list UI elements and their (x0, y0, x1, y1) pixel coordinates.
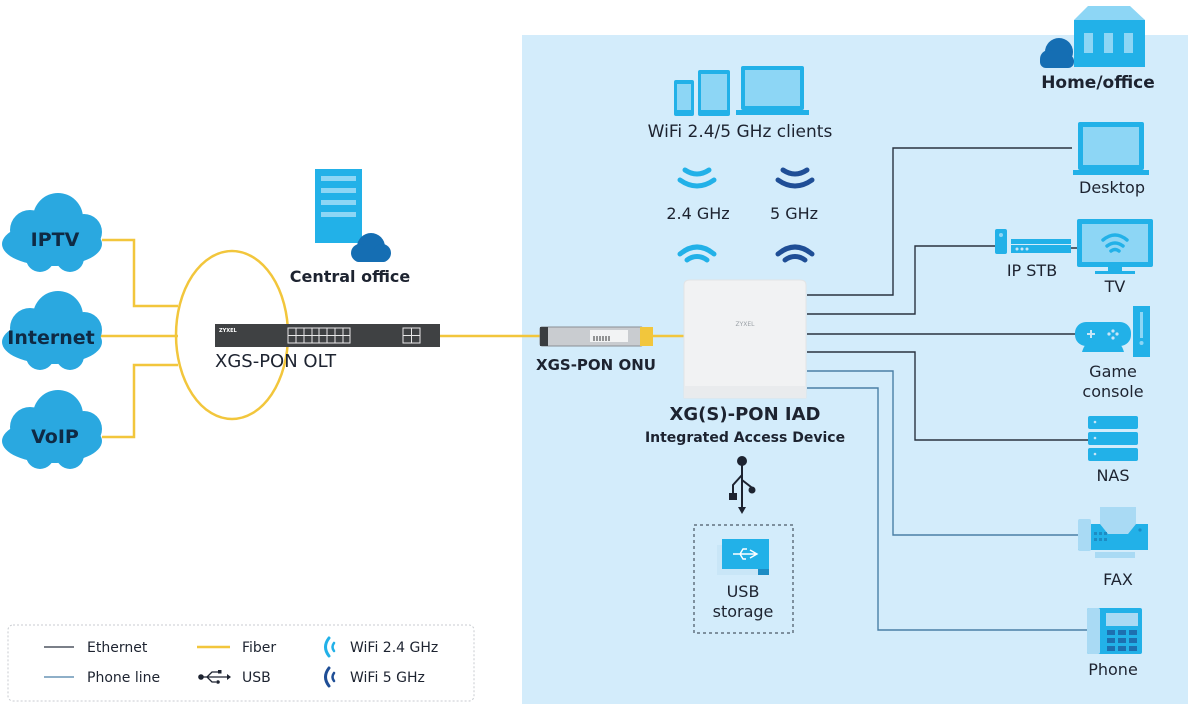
wifi-24-icon (324, 636, 336, 658)
legend-item-usb: USB (198, 670, 271, 686)
home-office-panel (522, 35, 1188, 704)
central-office-label: Central office (290, 267, 411, 286)
legend-label: Phone line (87, 670, 160, 686)
onu-device[interactable]: XGS-PON ONU (536, 326, 656, 374)
usb-storage[interactable]: USB storage (693, 524, 794, 634)
house-cloud-icon (1040, 6, 1145, 68)
device-label: NAS (1096, 466, 1129, 485)
service-label: Internet (7, 327, 94, 349)
set-top-box-icon (995, 229, 1071, 254)
home-office: Home/office (1040, 6, 1155, 93)
legend-label: Ethernet (87, 640, 148, 656)
iad-subtitle: Integrated Access Device (645, 430, 845, 446)
device-label: IP STB (1007, 261, 1057, 280)
legend-item-fiber: Fiber (197, 640, 276, 656)
legend-item-ethernet: Ethernet (44, 640, 148, 656)
legend-item-phone-line: Phone line (44, 670, 160, 686)
legend-label: WiFi 2.4 GHz (350, 640, 438, 656)
usb-icon (198, 670, 231, 684)
service-label: IPTV (31, 229, 80, 251)
fax-icon (1078, 507, 1148, 558)
usb-icon (729, 456, 756, 514)
phone-icon (1087, 608, 1142, 654)
device-label: TV (1104, 277, 1126, 296)
wifi-clients: WiFi 2.4/5 GHz clients (648, 66, 833, 142)
device-ip-stb[interactable]: IP STB (995, 229, 1071, 280)
usb-storage-frame (693, 524, 794, 634)
cloud-voip[interactable]: VoIP (2, 390, 102, 469)
device-tv[interactable]: TV (1077, 219, 1153, 296)
legend-label: USB (242, 670, 271, 686)
device-desktop[interactable]: Desktop (1073, 122, 1149, 197)
wifi-clients-label: WiFi 2.4/5 GHz clients (648, 122, 833, 142)
iad-brand: ZYXEL (735, 321, 755, 328)
iad-device[interactable]: ZYXEL XG(S)-PON IAD Integrated Access De… (645, 279, 845, 446)
cloud-icon (2, 193, 102, 272)
ethernet-line-desktop (807, 147, 1072, 296)
legend-item-wifi-5: WiFi 5 GHz (324, 666, 425, 688)
wifi-24-label: 2.4 GHz (666, 204, 729, 223)
legend-label: WiFi 5 GHz (350, 670, 425, 686)
iad-base (684, 386, 806, 398)
legend-item-wifi-24: WiFi 2.4 GHz (324, 636, 438, 658)
building-cloud-icon (315, 169, 391, 262)
device-label: Desktop (1079, 178, 1145, 197)
device-fax[interactable]: FAX (1078, 507, 1148, 589)
device-label: Game (1089, 362, 1137, 381)
cloud-icon (2, 291, 102, 370)
sfp-latch (540, 327, 548, 346)
usb-drive-icon (717, 539, 769, 575)
fiber-line-voip (102, 363, 178, 439)
phone-line-fax (807, 370, 1078, 536)
wifi-5-label: 5 GHz (770, 204, 818, 223)
device-label: FAX (1103, 570, 1133, 589)
ethernet-line-nas (807, 351, 1088, 441)
device-label: Phone (1088, 660, 1138, 679)
wifi-5-up-icon (775, 244, 815, 263)
legend-label: Fiber (242, 640, 276, 656)
central-office: Central office (290, 169, 411, 286)
phone-line-phone (807, 387, 1087, 631)
sfp-barcode (593, 336, 610, 341)
wifi-24-up-icon (677, 244, 717, 263)
device-nas[interactable]: NAS (1088, 416, 1138, 485)
lan-links (807, 147, 1088, 631)
cloud-icon (2, 390, 102, 469)
laptop-icon (736, 66, 809, 115)
onu-label: XGS-PON ONU (536, 356, 656, 374)
legend: Ethernet Phone line Fiber USB (7, 624, 475, 702)
device-label-line2: console (1082, 382, 1143, 401)
sfp-connector (640, 327, 653, 346)
usb-storage-line1: USB (727, 582, 760, 601)
olt-device[interactable]: ZYXEL XGS-PON OLT (215, 324, 440, 372)
cloud-internet[interactable]: Internet (2, 291, 102, 370)
olt-ports (287, 327, 421, 344)
usb-storage-line2: storage (713, 602, 774, 621)
olt-label: XGS-PON OLT (215, 351, 337, 372)
tablet-icon (698, 70, 730, 116)
iad-title: XG(S)-PON IAD (670, 404, 821, 425)
cloud-iptv[interactable]: IPTV (2, 193, 102, 272)
wifi-5-icon (324, 666, 336, 688)
ethernet-line-stb (807, 245, 995, 315)
iad-body (683, 279, 807, 399)
tv-icon (1077, 219, 1153, 274)
game-console-icon (1075, 306, 1150, 357)
device-phone[interactable]: Phone (1087, 608, 1142, 679)
wifi-5-down-icon (775, 167, 815, 189)
nas-icon (1088, 416, 1138, 461)
legend-frame (7, 624, 475, 702)
wifi-24-group: 2.4 GHz (666, 167, 730, 263)
wifi-24-down-icon (677, 167, 717, 189)
olt-brand: ZYXEL (219, 328, 238, 334)
fiber-line-iptv (102, 238, 178, 308)
laptop-icon (1073, 122, 1149, 175)
home-office-label: Home/office (1041, 73, 1155, 93)
wifi-5-group: 5 GHz (770, 167, 818, 263)
service-label: VoIP (31, 426, 79, 448)
device-game-console[interactable]: Game console (1075, 306, 1150, 401)
smartphone-icon (674, 80, 694, 116)
